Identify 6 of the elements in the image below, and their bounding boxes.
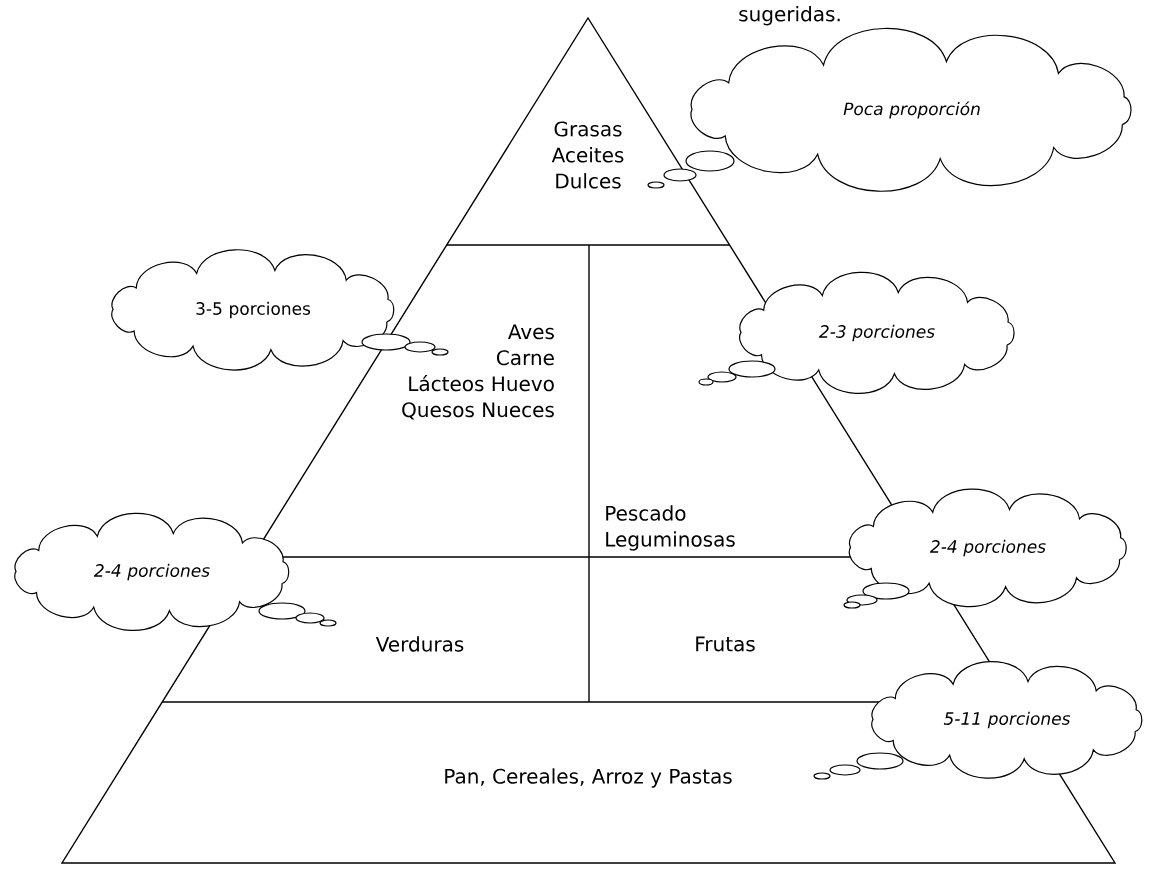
- food-group-text: Pescado Leguminosas: [606, 505, 735, 551]
- food-group-text: Verduras: [375, 636, 464, 652]
- food-group-text: Grasas Aceites Dulces: [551, 121, 624, 189]
- food-group-text: Pan, Cereales, Arroz y Pastas: [445, 768, 732, 788]
- node-label: 5-11 porciones: [943, 711, 1071, 729]
- food-group-text: Frutas: [696, 636, 755, 652]
